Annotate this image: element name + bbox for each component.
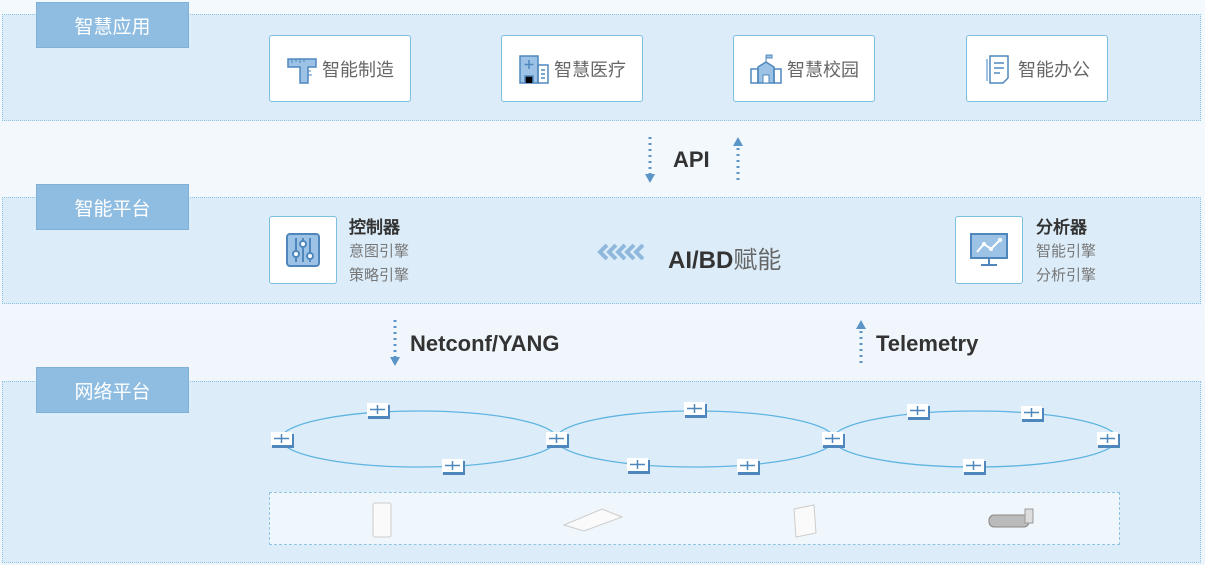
wall-ap-icon bbox=[372, 502, 392, 538]
switch-node-icon[interactable] bbox=[367, 403, 390, 419]
switch-node-icon[interactable] bbox=[627, 458, 650, 474]
switch-node-icon[interactable] bbox=[963, 459, 986, 475]
switch-node-icon[interactable] bbox=[822, 432, 845, 448]
telemetry-label: Telemetry bbox=[876, 331, 979, 356]
api-label: API bbox=[673, 147, 710, 172]
sliders-icon bbox=[286, 233, 320, 267]
app-card-manufacturing[interactable]: 智能制造 bbox=[269, 35, 411, 102]
layer-tab-network: 网络平台 bbox=[36, 367, 189, 413]
controller-line: 策略引擎 bbox=[349, 267, 410, 284]
network-rings bbox=[280, 410, 1118, 468]
netconf-label: Netconf/YANG bbox=[410, 331, 560, 356]
access-devices-box bbox=[269, 492, 1120, 545]
analyzer-line: 分析引擎 bbox=[1036, 267, 1097, 284]
ai-bd-bold: AI/BD bbox=[668, 247, 734, 274]
switch-node-icon[interactable] bbox=[271, 432, 294, 448]
analyzer-title: 分析器 bbox=[1036, 218, 1087, 237]
ai-bd-rest: 赋能 bbox=[733, 247, 782, 274]
panel-ap-icon bbox=[793, 504, 817, 538]
layer-tab-platform: 智能平台 bbox=[36, 184, 189, 230]
ai-bd-label: AI/BD赋能 bbox=[668, 240, 781, 275]
switch-node-icon[interactable] bbox=[546, 432, 569, 448]
ruler-icon bbox=[287, 57, 317, 84]
app-card-medical[interactable]: 智慧医疗 bbox=[501, 35, 643, 102]
hospital-icon bbox=[519, 54, 549, 84]
switch-node-icon[interactable] bbox=[442, 459, 465, 475]
monitor-chart-icon bbox=[970, 233, 1008, 266]
controller-title: 控制器 bbox=[349, 218, 400, 237]
analyzer-icon-box bbox=[955, 216, 1023, 284]
school-icon bbox=[750, 54, 782, 84]
app-label: 智能办公 bbox=[1018, 59, 1090, 80]
chevrons-left-icon bbox=[597, 243, 645, 261]
layer-tab-apps: 智慧应用 bbox=[36, 2, 189, 48]
switch-node-icon[interactable] bbox=[684, 402, 707, 418]
switch-node-icon[interactable] bbox=[1097, 432, 1120, 448]
app-card-office[interactable]: 智能办公 bbox=[966, 35, 1108, 102]
switch-node-icon[interactable] bbox=[1021, 406, 1044, 422]
app-label: 智能制造 bbox=[322, 59, 394, 80]
controller-icon-box bbox=[269, 216, 337, 284]
controller-text: 控制器 意图引擎 策略引擎 bbox=[349, 216, 409, 288]
switch-node-icon[interactable] bbox=[907, 404, 930, 420]
analyzer-text: 分析器 智能引擎 分析引擎 bbox=[1036, 216, 1096, 288]
analyzer-line: 智能引擎 bbox=[1036, 243, 1097, 260]
app-label: 智慧校园 bbox=[787, 59, 859, 80]
document-icon bbox=[986, 54, 1009, 84]
outdoor-ap-icon bbox=[988, 508, 1034, 528]
ceiling-ap-icon bbox=[562, 508, 624, 532]
api-down-arrowhead bbox=[645, 174, 655, 183]
app-card-campus[interactable]: 智慧校园 bbox=[733, 35, 875, 102]
switch-node-icon[interactable] bbox=[737, 459, 760, 475]
app-label: 智慧医疗 bbox=[554, 59, 626, 80]
controller-line: 意图引擎 bbox=[349, 243, 410, 260]
